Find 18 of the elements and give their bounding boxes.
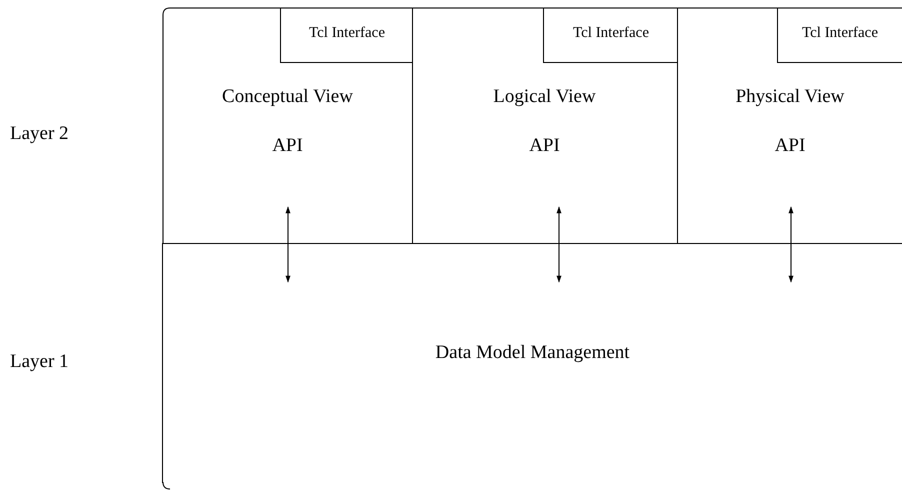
box-subtitle: API (774, 135, 806, 157)
interface-box (280, 8, 413, 63)
box-title: Conceptual View (221, 86, 354, 108)
box-title: Data Model Management (434, 342, 631, 364)
interface-label: Tcl Interface (308, 25, 386, 42)
interface-label: Tcl Interface (801, 25, 879, 42)
box-subtitle: API (271, 135, 304, 157)
interface-box (777, 8, 902, 63)
double-arrow (286, 206, 290, 283)
interface-box (543, 8, 678, 63)
layer-label: Layer 2 (10, 123, 69, 145)
box-title: Logical View (492, 86, 597, 108)
box-subtitle: API (528, 135, 561, 157)
box-title: Physical View (734, 86, 846, 108)
double-arrow (556, 206, 562, 283)
interface-label: Tcl Interface (572, 25, 650, 42)
double-arrow (788, 206, 794, 283)
layer-label: Layer 1 (10, 351, 69, 373)
